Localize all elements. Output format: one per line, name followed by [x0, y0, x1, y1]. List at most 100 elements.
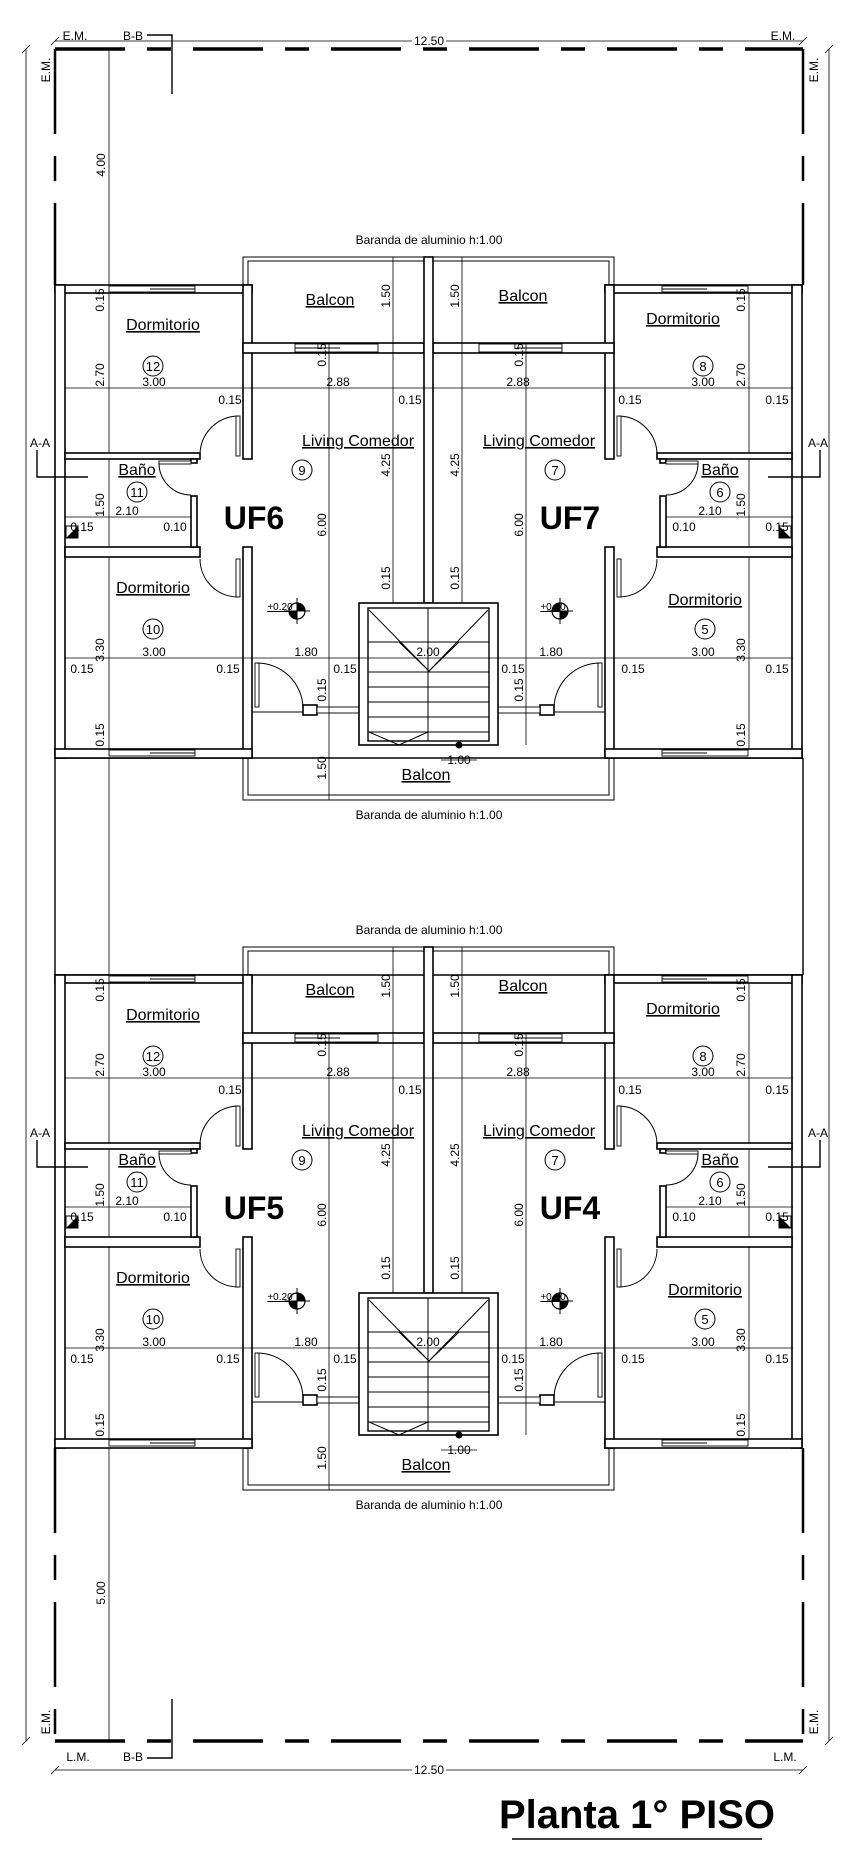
dimension-label: 1.80	[539, 645, 563, 659]
room-number: 10	[146, 1312, 160, 1327]
room-label: Baño	[118, 1152, 155, 1169]
unit-label-left: UF6	[224, 500, 284, 536]
dimension-label: 2.70	[93, 363, 107, 387]
room-number-circle	[142, 1045, 164, 1067]
room-number: 6	[716, 485, 723, 500]
room-number: 5	[701, 622, 708, 637]
dimension-label: 0.15	[315, 678, 329, 702]
room-label: Dormitorio	[668, 592, 742, 609]
room-number: 9	[298, 1153, 305, 1168]
unit-label-right: UF4	[540, 1190, 601, 1226]
dimension-label: 0.15	[315, 1033, 329, 1057]
room-number: 7	[551, 463, 558, 478]
dimension-label: 2.10	[698, 504, 722, 518]
dimension-label: 4.25	[379, 453, 393, 477]
room-number-circle	[126, 1171, 148, 1193]
dimension-label: 2.10	[115, 1194, 139, 1208]
dimension-label: 2.70	[734, 363, 748, 387]
staircase	[358, 1292, 499, 1439]
dimension-label: 0.15	[621, 1352, 645, 1366]
room-label: Dormitorio	[646, 1001, 720, 1018]
dimension-label: 0.15	[398, 1083, 422, 1097]
dimension-label: 0.15	[379, 1256, 393, 1280]
room-number-circle	[709, 481, 731, 503]
dimension-label: 0.15	[315, 1368, 329, 1392]
dimension-label: 0.15	[512, 1033, 526, 1057]
room-number: 8	[699, 359, 706, 374]
dimension-label: 3.00	[142, 1335, 166, 1349]
dimension-label: 2.88	[326, 1065, 350, 1079]
section-bb-bottom: B-B	[123, 1750, 143, 1764]
section-aa-left: A-A	[30, 1126, 50, 1140]
dimension-label: 0.10	[672, 1210, 696, 1224]
overall-width-top: 12.50	[414, 34, 444, 48]
dimension-label: 0.15	[315, 343, 329, 367]
dimension-label: 3.30	[93, 1328, 107, 1352]
room-label: Baño	[701, 1152, 738, 1169]
em-label-top-right: E.M.	[771, 29, 796, 43]
dimension-label: 1.50	[448, 974, 462, 998]
dimension-label: 0.15	[216, 662, 240, 676]
dimension-label: 1.00	[447, 753, 471, 767]
dimension-label: 2.88	[326, 375, 350, 389]
dimension-label: 1.50	[315, 756, 329, 780]
dimension-label: 0.15	[70, 662, 94, 676]
dimension-label: 0.15	[501, 662, 525, 676]
dimension-label: +0.20	[267, 602, 293, 613]
section-bb-top: B-B	[123, 29, 143, 43]
dimension-label: 0.15	[333, 662, 357, 676]
block-1	[36, 256, 821, 801]
dimension-label: 0.15	[93, 978, 107, 1002]
room-label: Baño	[701, 462, 738, 479]
dimension-label: 2.10	[698, 1194, 722, 1208]
room-number-circle	[544, 459, 566, 481]
dimension-label: 0.15	[765, 1352, 789, 1366]
block-2	[36, 946, 821, 1491]
railing-label: Baranda de aluminio h:1.00	[356, 923, 503, 937]
em-label-right-top: E.M.	[807, 58, 821, 83]
dimension-label: 0.10	[163, 520, 187, 534]
dimension-label: 1.80	[294, 645, 318, 659]
room-number-circle	[142, 618, 164, 640]
room-number-circle	[692, 355, 714, 377]
room-number: 11	[130, 1175, 144, 1190]
room-label: Balcon	[499, 978, 548, 995]
room-number: 11	[130, 485, 144, 500]
railing-label: Baranda de aluminio h:1.00	[356, 808, 503, 822]
room-number-circle	[544, 1149, 566, 1171]
dimension-label: 1.50	[379, 284, 393, 308]
dimension-label: 0.15	[512, 1368, 526, 1392]
room-number-circle	[291, 459, 313, 481]
party-wall	[423, 946, 434, 1294]
dimension-label: 1.80	[294, 1335, 318, 1349]
room-number: 10	[146, 622, 160, 637]
back-setback-dimension: 5.00	[94, 1581, 108, 1605]
dimension-label: 6.00	[315, 1203, 329, 1227]
dimension-label: +0.20	[540, 1292, 566, 1303]
front-setback-dimension: 4.00	[94, 153, 108, 177]
dimension-label: 4.25	[379, 1143, 393, 1167]
dimension-label: 1.50	[734, 1183, 748, 1207]
dimension-label: 2.88	[506, 1065, 530, 1079]
room-number: 7	[551, 1153, 558, 1168]
dimension-label: 0.15	[765, 393, 789, 407]
em-label-left-bottom: E.M.	[39, 1710, 53, 1735]
dimension-label: 3.30	[734, 1328, 748, 1352]
em-label-left-top: E.M.	[39, 58, 53, 83]
dimension-label: 0.15	[734, 288, 748, 312]
room-label: Dormitorio	[126, 317, 200, 334]
room-label: Dormitorio	[116, 580, 190, 597]
dimension-label: 1.50	[448, 284, 462, 308]
dimension-label: 0.15	[398, 393, 422, 407]
dimension-label: 0.15	[448, 566, 462, 590]
room-label: Dormitorio	[646, 311, 720, 328]
dimension-label: 1.00	[447, 1443, 471, 1457]
dimension-label: 0.15	[765, 1210, 789, 1224]
lm-label-left: L.M.	[66, 1750, 89, 1764]
railing-label: Baranda de aluminio h:1.00	[356, 1498, 503, 1512]
dimension-label: 0.15	[216, 1352, 240, 1366]
dimension-label: 0.15	[734, 723, 748, 747]
room-label: Dormitorio	[668, 1282, 742, 1299]
